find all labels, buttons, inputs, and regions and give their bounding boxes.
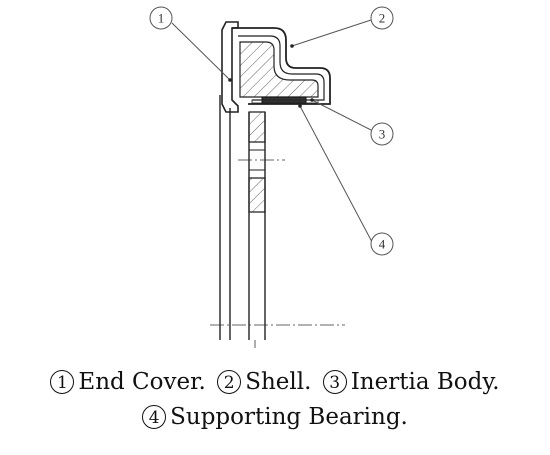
end-cover (221, 21, 239, 113)
shell (232, 27, 331, 105)
center-lines (210, 159, 345, 326)
caption-label: Shell. (245, 369, 312, 395)
callout-3: 3 (370, 122, 394, 146)
shell-inner (238, 35, 325, 101)
caption-number-badge: 1 (50, 370, 75, 394)
caption-number-badge: 2 (217, 370, 242, 394)
bearing-inner (251, 99, 319, 104)
callout-4: 4 (370, 232, 394, 256)
caption-label: Inertia Body. (350, 369, 500, 395)
caption-label: End Cover. (78, 369, 206, 395)
callout-1: 1 (149, 6, 173, 30)
svg-text:4: 4 (379, 237, 386, 252)
hub-web-upper (248, 111, 266, 143)
callout-dots (228, 44, 314, 108)
svg-text:1: 1 (158, 11, 165, 26)
inertia-body (239, 41, 319, 98)
caption-label: Supporting Bearing. (170, 404, 408, 430)
caption-number-badge: 4 (142, 405, 167, 429)
hub-web-lower (248, 177, 266, 213)
svg-text:2: 2 (379, 11, 386, 26)
callout-leaders (171, 19, 373, 243)
callout-2: 2 (370, 6, 394, 30)
svg-text:3: 3 (379, 127, 386, 142)
caption-number-badge: 3 (322, 370, 347, 394)
section-drawing: 1 2 3 4 (149, 6, 394, 348)
